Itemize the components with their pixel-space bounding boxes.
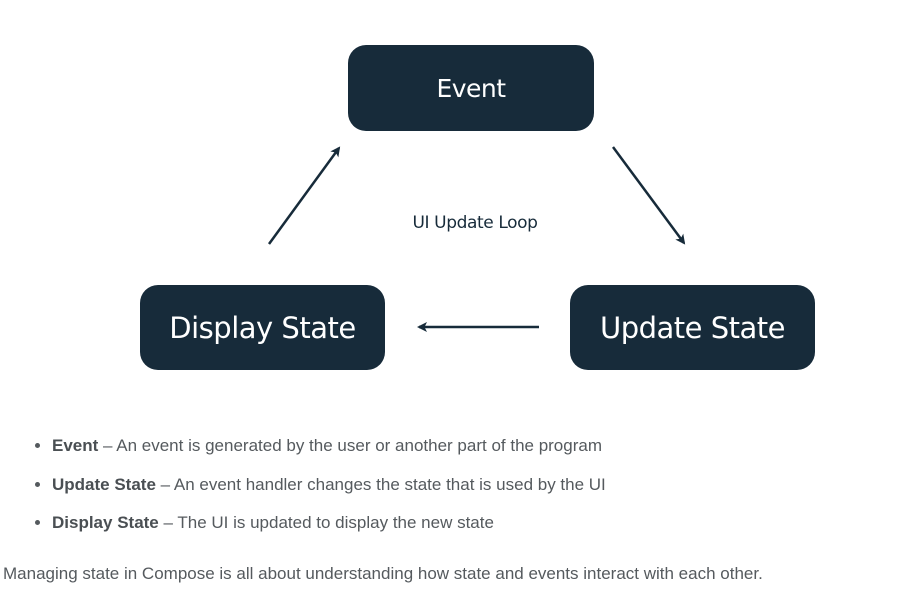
diagram-arrows — [267, 146, 686, 332]
list-item: Display State – The UI is updated to dis… — [52, 511, 872, 550]
list-item-term: Update State — [52, 474, 156, 494]
arrow-event-to-update — [611, 146, 686, 245]
event-node: Event — [348, 45, 594, 131]
list-item-term: Display State — [52, 513, 159, 532]
definition-list: Event – An event is generated by the use… — [32, 434, 872, 550]
event-node-label: Event — [436, 73, 506, 103]
update-state-node-label: Update State — [599, 310, 786, 345]
list-item: Event – An event is generated by the use… — [52, 434, 872, 473]
list-item-description: – An event is generated by the user or a… — [98, 436, 602, 455]
arrow-display-to-event — [267, 146, 341, 245]
list-item-term: Event — [52, 436, 99, 455]
loop-label: UI Update Loop — [412, 213, 538, 233]
display-state-node: Display State — [140, 285, 385, 370]
list-item: Update State – An event handler changes … — [52, 473, 872, 512]
ui-update-loop-diagram: Event Display State Update State UI Upda… — [140, 45, 815, 370]
list-item-description: – An event handler changes the state tha… — [155, 474, 606, 494]
update-state-node: Update State — [570, 285, 815, 370]
display-state-node-label: Display State — [169, 310, 356, 345]
summary-paragraph: Managing state in Compose is all about u… — [3, 564, 763, 583]
list-item-description: – The UI is updated to display the new s… — [158, 513, 494, 532]
